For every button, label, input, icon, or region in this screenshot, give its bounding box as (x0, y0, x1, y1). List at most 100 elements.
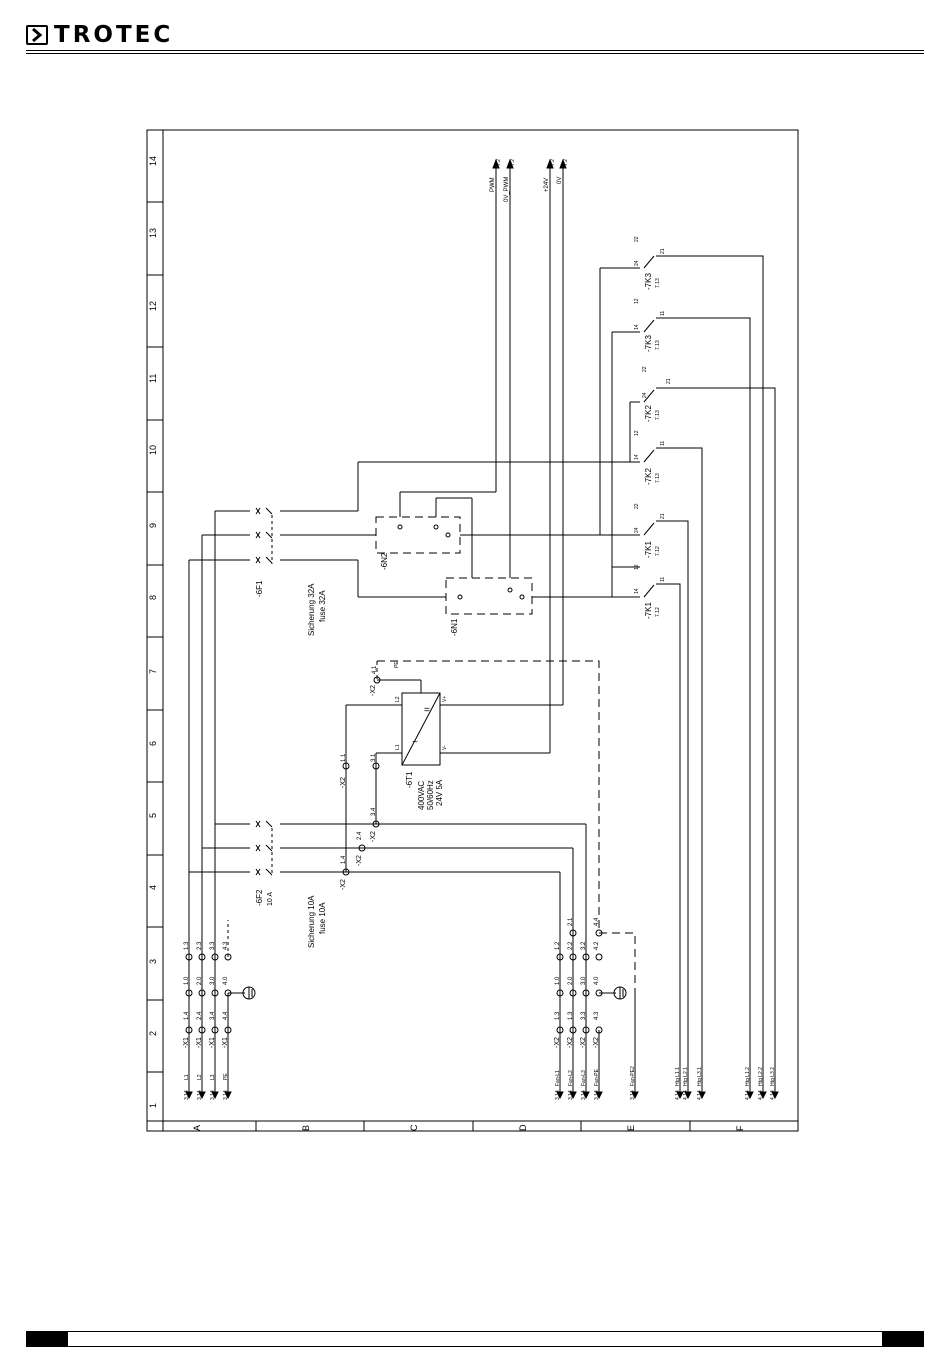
psu-pin: V- (442, 745, 448, 750)
input-label: Htg L3.1 (697, 1067, 703, 1086)
header-rule-thin (26, 53, 924, 54)
terminal-number: 4.1 (372, 665, 378, 674)
contact-number: 24 (634, 260, 640, 266)
sheet-ref: 4.14 (758, 1090, 764, 1100)
input-label: Htg L2.1 (683, 1067, 689, 1086)
terminal-number: 4.3 (594, 1011, 600, 1020)
terminal-number: 1.3 (568, 1011, 574, 1020)
input-label: L2 (197, 1074, 203, 1080)
column-number: 14 (148, 156, 158, 166)
terminal-number: 3.0 (210, 976, 216, 985)
terminal-x2-label: -X2 (567, 1037, 574, 1048)
fuse-6F2-rating: 10 A (267, 892, 274, 906)
psu-pin: L1 (395, 744, 401, 750)
column-number: 6 (148, 741, 158, 746)
fuse-6F2-ref: -6F2 (255, 889, 264, 906)
terminal-number: 3.4 (210, 1011, 216, 1020)
terminal-x2-label: -X2 (340, 777, 347, 788)
input-label: Fan-PE2 (630, 1066, 636, 1086)
contactor-ref: -7K3 (644, 335, 653, 352)
contact-number: 21 (660, 248, 666, 254)
signal-24v: +24V (544, 178, 550, 192)
sheet-ref: 3.14 (223, 1090, 229, 1100)
relay-6N2 (375, 516, 461, 554)
contactor-sheet-ref: 7.13 (655, 473, 661, 483)
terminal-number: 1.1 (341, 753, 347, 762)
terminal-x1-label: -X1 (183, 1037, 190, 1048)
footer-block-right (882, 1331, 924, 1347)
row-letter: A (192, 1125, 202, 1131)
contact-number: 12 (634, 430, 640, 436)
terminal-x1-label: -X1 (222, 1037, 229, 1048)
terminal-number: 4.2 (594, 941, 600, 950)
psu-pin: L2 (395, 696, 401, 702)
input-label: Fan-PE (594, 1068, 600, 1086)
contact-number: 11 (660, 577, 666, 582)
signal-sheet-ref: 7.2 (550, 159, 556, 166)
fuse-6F2-label-en: fuse 10A (318, 902, 327, 934)
terminal-number: 3.4 (371, 807, 377, 816)
column-number: 2 (148, 1031, 158, 1036)
terminal-number: 3.3 (581, 1011, 587, 1020)
contact-number: 22 (634, 503, 640, 509)
terminal-number: 2.1 (568, 917, 574, 926)
terminal-number: 3.2 (581, 941, 587, 950)
relay-6N2-ref: -6N2 (380, 552, 389, 570)
column-number: 10 (148, 445, 158, 455)
contactor-ref: -7K2 (644, 468, 653, 485)
contact-number: 21 (666, 378, 672, 384)
fuse-6F2-label: Sicherung 10A (307, 895, 316, 948)
terminal-x2-label: -X2 (370, 685, 377, 696)
dc-symbol-icon: = (424, 705, 430, 716)
terminal-block-X1 (185, 953, 232, 1034)
terminal-number: 4.4 (594, 917, 600, 926)
column-number: 3 (148, 959, 158, 964)
sheet-ref: 4.14 (770, 1090, 776, 1100)
psu-pin: V+ (442, 696, 448, 702)
sheet-ref: 4.14 (745, 1090, 751, 1100)
sheet-ref: 3.14 (630, 1090, 636, 1100)
terminal-x2-label: -X2 (370, 831, 377, 842)
terminal-number: 1.3 (184, 941, 190, 950)
contact-number: 22 (642, 366, 648, 372)
terminal-number: 2.4 (197, 1011, 203, 1020)
terminal-number: 4.0 (594, 976, 600, 985)
terminal-number: 1.2 (555, 941, 561, 950)
contact-number: 12 (634, 564, 640, 570)
sheet-ref: 3.14 (568, 1090, 574, 1100)
relay-6N1 (445, 577, 533, 615)
row-letter: E (626, 1125, 636, 1131)
contact-number: 14 (634, 454, 640, 460)
terminal-number: 2.0 (568, 976, 574, 985)
sheet-ref: 3.14 (210, 1090, 216, 1100)
terminal-x1-label: -X1 (196, 1037, 203, 1048)
row-letter: B (301, 1125, 311, 1131)
signal-sheet-ref: 7.2 (510, 159, 516, 166)
terminal-number: 2.0 (197, 976, 203, 985)
contact-number: 12 (634, 298, 640, 304)
terminal-number: 1.4 (184, 1011, 190, 1020)
terminal-number: 4.0 (223, 976, 229, 985)
contactor-ref: -7K1 (644, 541, 653, 558)
input-label: Htg L1.1 (675, 1067, 681, 1086)
diagram-frame (146, 129, 799, 1132)
footer-block-left (26, 1331, 68, 1347)
trotec-logo: TROTEC (26, 24, 173, 47)
input-label: Fan-L2 (568, 1070, 574, 1086)
psu-pin: PE (394, 661, 400, 668)
terminal-number: 1.3 (555, 1011, 561, 1020)
sheet-ref: 4.14 (697, 1090, 703, 1100)
footer-bar (26, 1331, 924, 1347)
fuse-6F1-ref: -6F1 (255, 580, 264, 597)
signal-0v-pwm: 0V_PWM (504, 177, 510, 202)
column-number: 11 (148, 374, 158, 383)
terminal-x2-label: -X2 (593, 1037, 600, 1048)
column-number: 9 (148, 523, 158, 528)
contact-number: 11 (660, 441, 666, 446)
column-number: 7 (148, 669, 158, 674)
row-letter: C (409, 1124, 419, 1131)
contact-number: 24 (634, 527, 640, 533)
input-label: L1 (184, 1074, 190, 1080)
contact-number: 11 (660, 311, 666, 316)
